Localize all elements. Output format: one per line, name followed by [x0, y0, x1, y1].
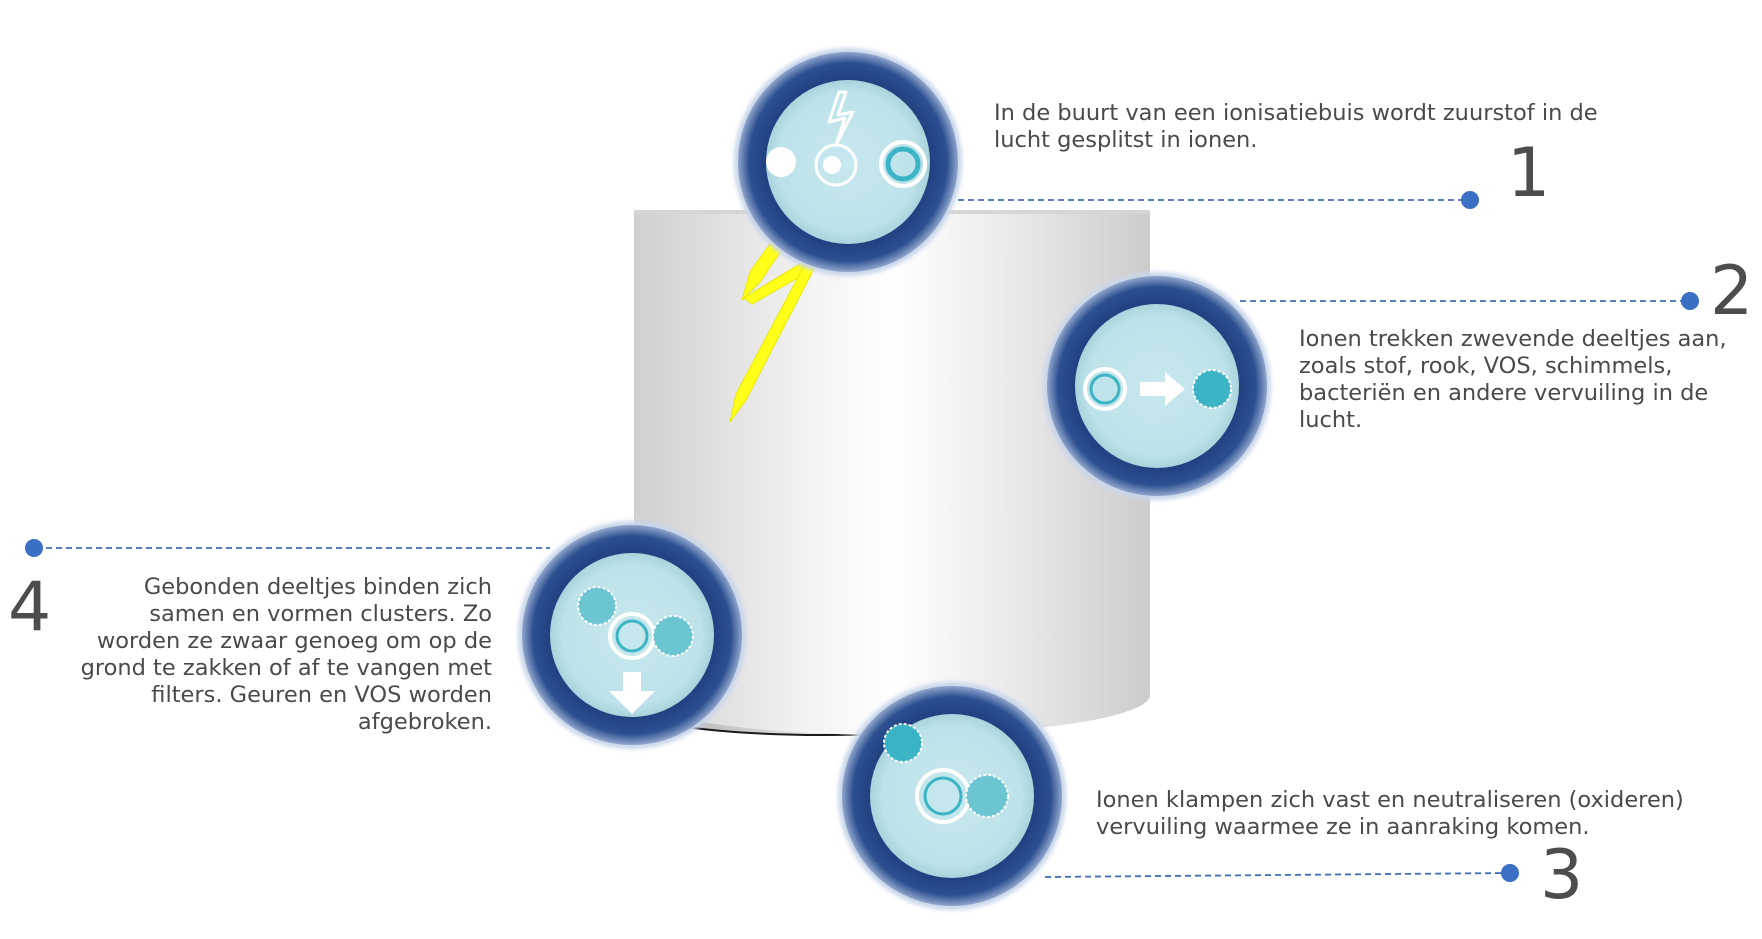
particle-cluster-falls-icon: [577, 586, 694, 714]
step-2-number: 2: [1710, 252, 1754, 331]
connector-dot-2: [1681, 292, 1699, 310]
step-2-icon: [1043, 272, 1271, 500]
ion-attracts-particle-icon: [1083, 367, 1232, 411]
step-3-number: 3: [1540, 836, 1584, 915]
connector-dots: [25, 191, 1699, 882]
step-4-text: Gebonden deeltjes binden zich samen en v…: [80, 574, 492, 735]
step-3-text: Ionen klampen zich vast en neutraliseren…: [1096, 787, 1684, 840]
step-1-text: In de buurt van een ionisatiebuis wordt …: [994, 100, 1598, 153]
step-3-icon: [838, 682, 1066, 910]
step-2-text: Ionen trekken zwevende deeltjes aan, zoa…: [1299, 326, 1727, 433]
step-1-number: 1: [1507, 134, 1551, 213]
step-4-icon: [518, 521, 746, 749]
connector-lines: [36, 199, 1690, 878]
connector-dot-1: [1461, 191, 1479, 209]
oxygen-split-lightning-icon: [766, 90, 927, 188]
connector-dot-3: [1501, 864, 1519, 882]
connector-step-3: [1044, 872, 1511, 878]
step-1-icon: [734, 48, 962, 276]
step-4-number: 4: [8, 568, 52, 647]
connector-dot-4: [25, 539, 43, 557]
ion-neutralizes-pollutant-icon: [883, 723, 1009, 824]
